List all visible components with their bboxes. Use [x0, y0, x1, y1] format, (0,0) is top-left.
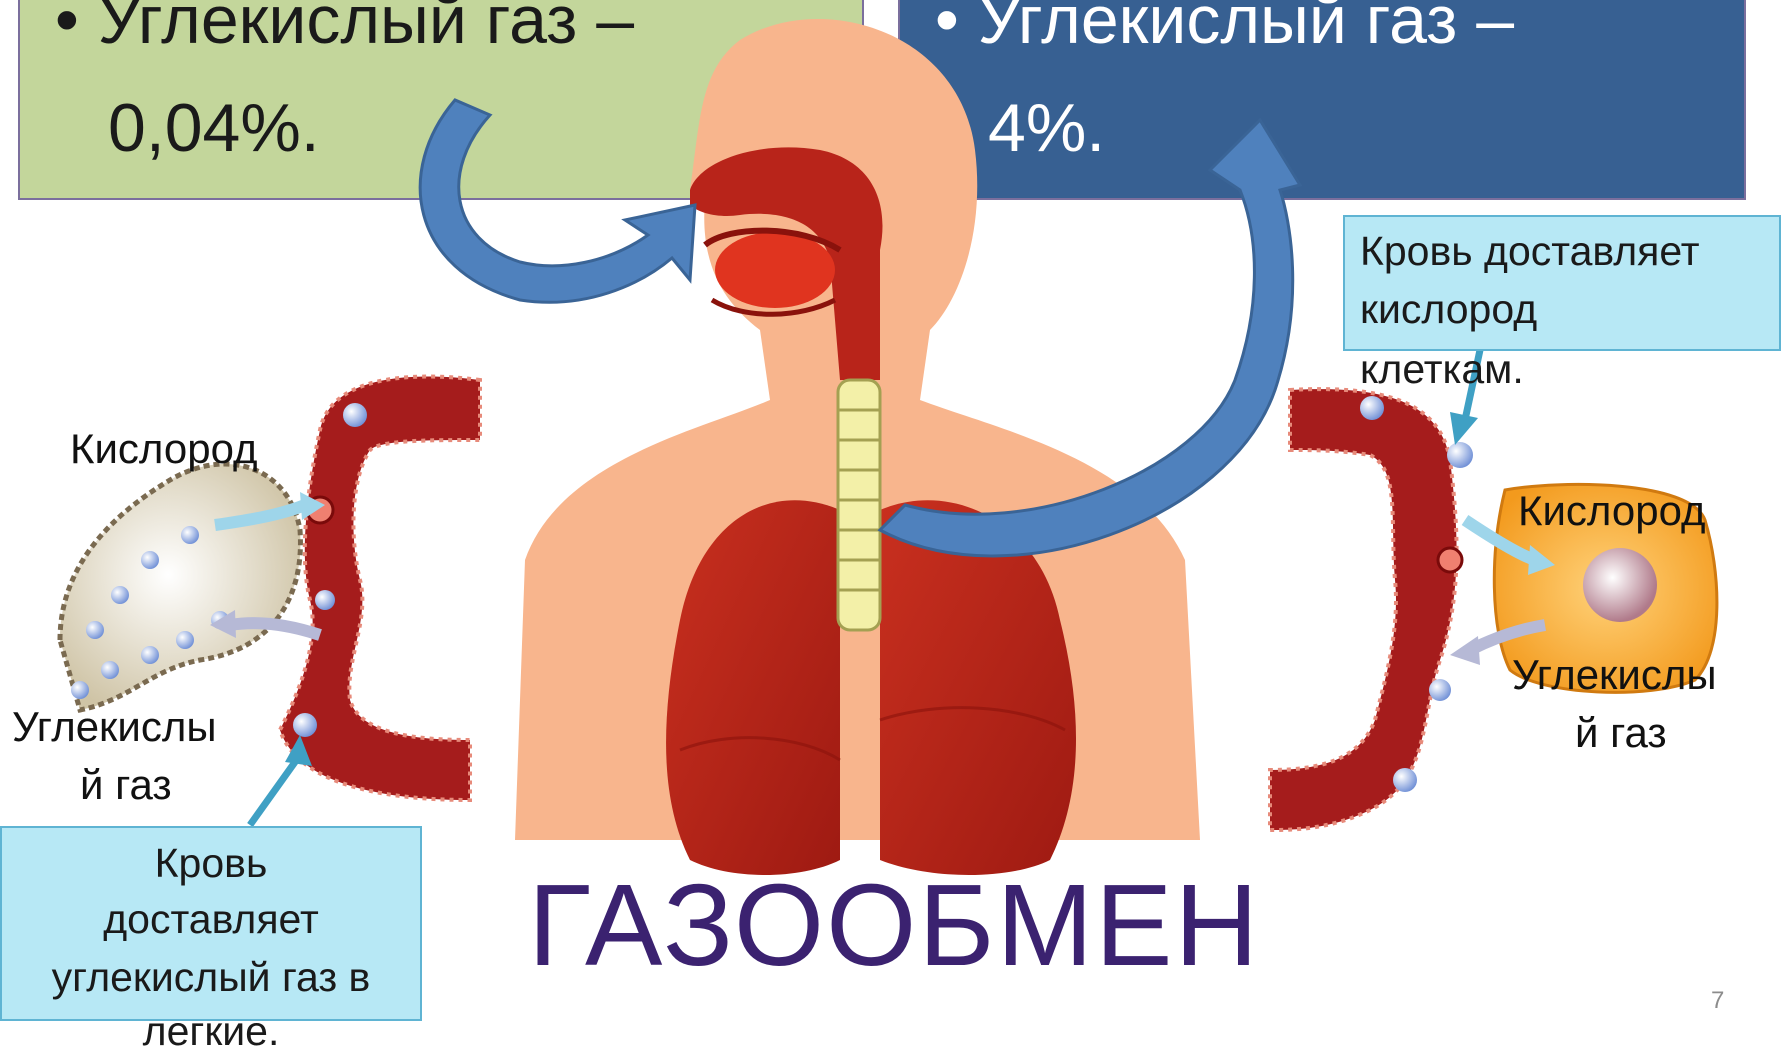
alveolus-molecule [181, 526, 199, 544]
blood-cell [293, 713, 317, 737]
left-oxygen-label: Кислород [70, 424, 258, 474]
cell-nucleus [1583, 548, 1657, 622]
blood-cell [1438, 548, 1462, 572]
blood-cell [1447, 442, 1473, 468]
callout-left-line1: Кровь [0, 836, 422, 890]
callout-left-line4: легкие. [0, 1004, 422, 1058]
callout-left-line3: углекислый газ в [0, 950, 422, 1004]
callout-right-line2: кислород [1360, 282, 1537, 336]
tongue [715, 232, 835, 308]
callout-left-pointer [250, 755, 300, 825]
inhale-arrow [420, 100, 695, 302]
callout-left-line2: доставляет [0, 892, 422, 946]
callout-right-line1: Кровь доставляет [1360, 224, 1700, 278]
right-blood-vessel [1270, 389, 1457, 830]
right-co2-label-line2: й газ [1575, 708, 1667, 758]
slide-number: 7 [1711, 987, 1724, 1015]
alveolus-molecule [86, 621, 104, 639]
alveolus-molecule [71, 681, 89, 699]
alveolus-molecule [101, 661, 119, 679]
alveolus-molecule [141, 551, 159, 569]
blood-cell [1429, 679, 1451, 701]
alveolus [60, 464, 300, 710]
co2-flow-arrowhead [1450, 636, 1480, 665]
right-co2-label-line1: Углекислы [1512, 650, 1717, 700]
blood-cell [343, 403, 367, 427]
alveolus-molecule [141, 646, 159, 664]
left-co2-label-line2: й газ [80, 760, 172, 810]
left-co2-label-line1: Углекислы [12, 702, 217, 752]
left-blood-vessel [280, 377, 480, 800]
right-oxygen-label: Кислород [1518, 486, 1706, 536]
blood-cell [1360, 396, 1384, 420]
slide-title: ГАЗООБМЕН [528, 860, 1260, 990]
alveolus-molecule [176, 631, 194, 649]
callout-right-line3: клеткам. [1360, 342, 1524, 396]
trachea [838, 380, 880, 630]
alveolus-molecule [111, 586, 129, 604]
blood-cell [315, 590, 335, 610]
blood-cell [1393, 768, 1417, 792]
